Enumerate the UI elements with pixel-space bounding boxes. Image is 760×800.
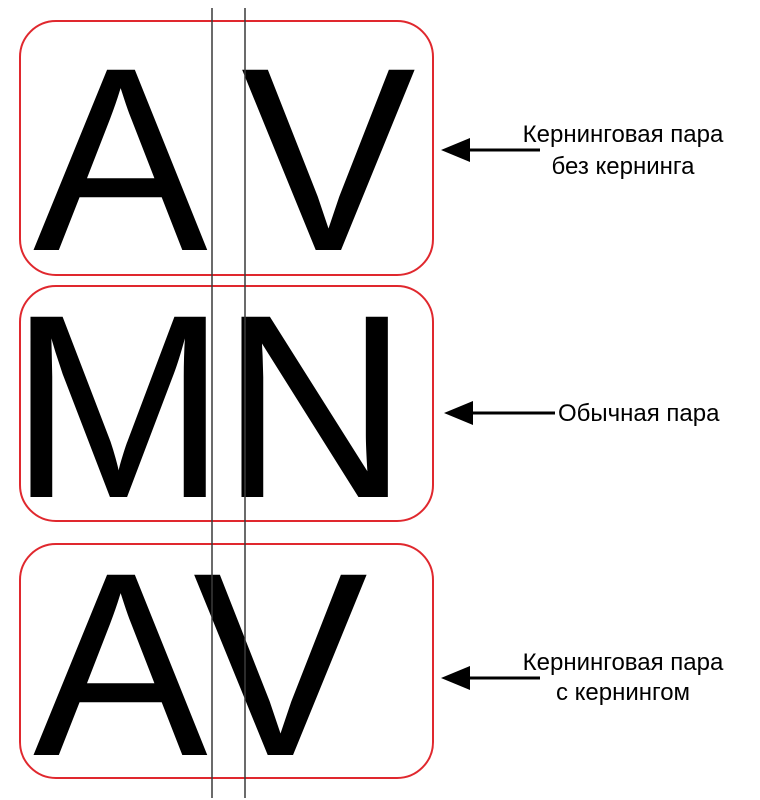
arrow-with-kerning	[441, 666, 540, 690]
arrow-no-kerning	[441, 138, 540, 162]
caption-with-kerning-line-2: с кернингом	[556, 679, 690, 706]
caption-no-kerning-line-2: без кернинга	[552, 153, 696, 180]
letter-v-no-kerning: V	[241, 13, 417, 306]
letter-a-with-kerning: A	[33, 518, 209, 800]
letter-v-with-kerning: V	[193, 518, 369, 800]
row-frame-normal-pair	[19, 285, 434, 522]
row-frame-no-kerning	[19, 20, 434, 276]
letter-a-no-kerning: A	[33, 13, 209, 306]
row-frame-with-kerning	[19, 543, 434, 779]
caption-with-kerning-line-1: Кернинговая пара	[523, 649, 724, 676]
arrow-normal-pair	[444, 401, 555, 425]
row-no-kerning: A V Кернинговая пара без кернинга	[19, 13, 724, 306]
caption-normal-pair: Обычная пара	[558, 400, 720, 427]
row-normal-pair: M N Обычная пара	[9, 260, 720, 553]
letter-m-normal-pair: M	[9, 260, 227, 553]
letter-n-normal-pair: N	[220, 260, 409, 553]
row-with-kerning: A V Кернинговая пара с кернингом	[19, 518, 724, 800]
caption-no-kerning-line-1: Кернинговая пара	[523, 121, 724, 148]
